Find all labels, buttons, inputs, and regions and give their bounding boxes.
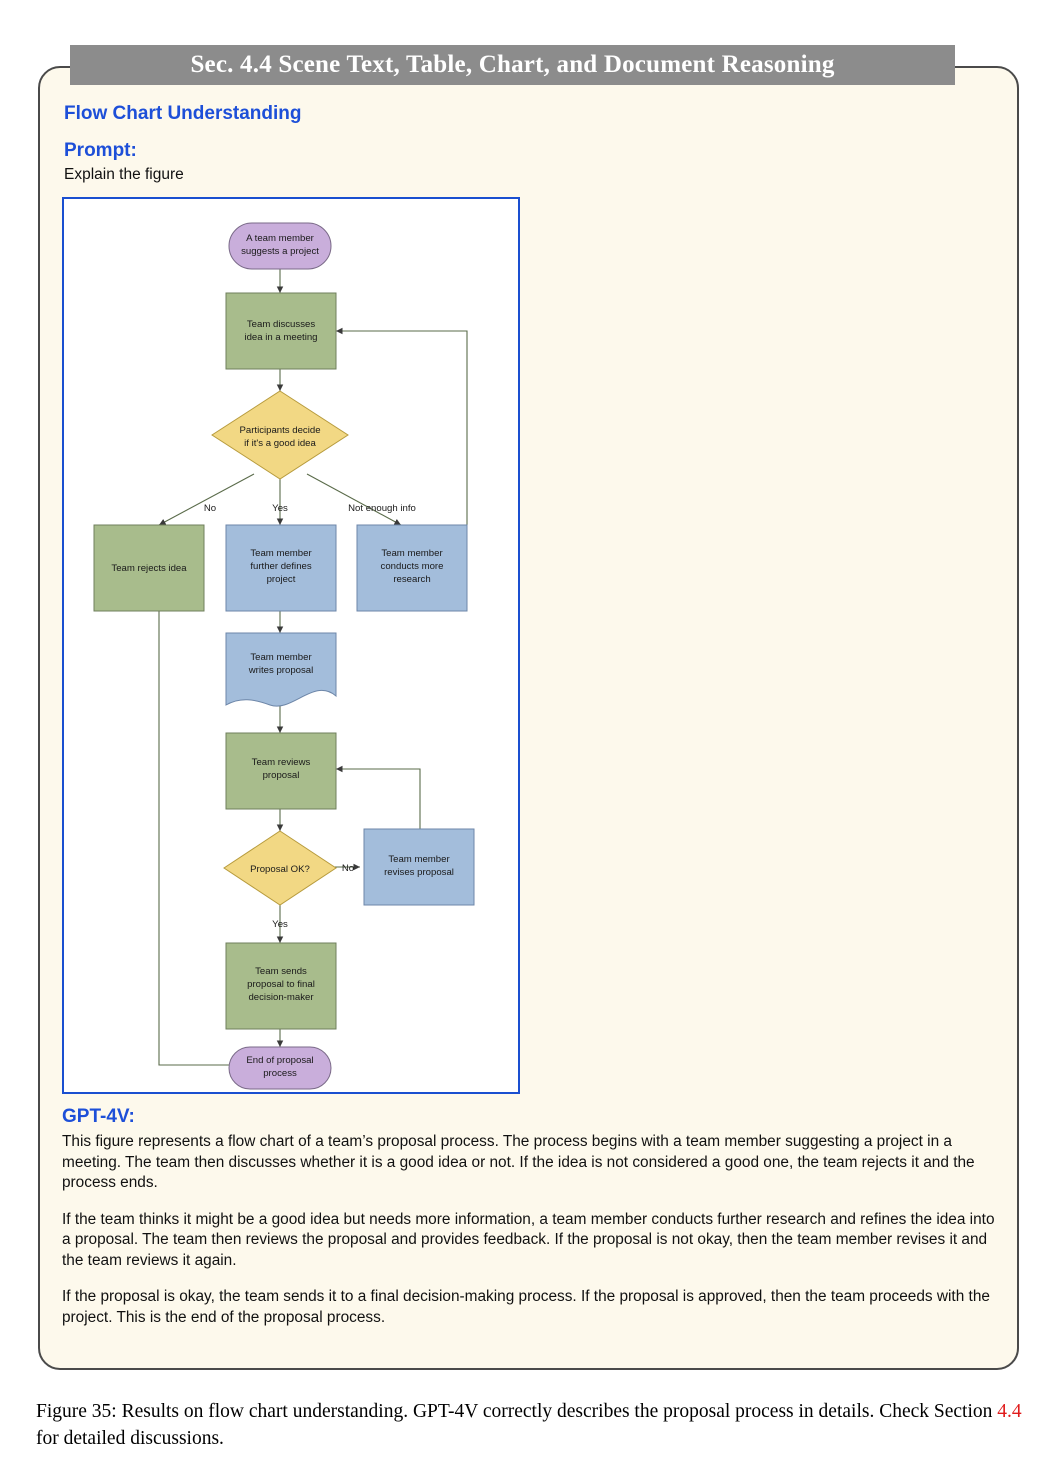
flow-node-define-line1: Team member bbox=[250, 548, 312, 559]
flowchart-diagram: A team member suggests a project Team di… bbox=[93, 222, 475, 1090]
flow-node-send: Team sends proposal to final decision-ma… bbox=[225, 942, 337, 1030]
flow-node-end-line2: process bbox=[263, 1068, 297, 1079]
flow-node-discuss: Team discusses idea in a meeting bbox=[225, 292, 337, 370]
flow-node-define: Team member further defines project bbox=[225, 524, 337, 612]
card-inner: Flow Chart Understanding Prompt: Explain… bbox=[64, 102, 997, 185]
flow-node-revise: Team member revises proposal bbox=[363, 828, 475, 906]
flow-node-discuss-line1: Team discusses bbox=[247, 319, 315, 330]
prompt-label: Prompt: bbox=[64, 140, 137, 161]
section-header-text: Sec. 4.4 Scene Text, Table, Chart, and D… bbox=[190, 51, 835, 78]
flow-node-define-line3: project bbox=[267, 574, 296, 585]
flow-node-define-line2: further defines bbox=[250, 561, 312, 572]
flow-node-write-line2: writes proposal bbox=[248, 665, 314, 676]
flow-node-send-line1: Team sends bbox=[255, 966, 307, 977]
task-title: Flow Chart Understanding bbox=[64, 103, 302, 124]
flow-node-decide-line2: if it's a good idea bbox=[244, 438, 316, 449]
flow-node-reject-line1: Team rejects idea bbox=[111, 563, 187, 574]
flow-node-research-line1: Team member bbox=[381, 548, 443, 559]
answer-paragraph-1: This figure represents a flow chart of a… bbox=[62, 1133, 975, 1191]
flow-node-discuss-line2: idea in a meeting bbox=[244, 332, 317, 343]
edge-label-proposal-no: No bbox=[342, 863, 354, 874]
flow-node-research: Team member conducts more research bbox=[356, 524, 468, 612]
flow-node-write-line1: Team member bbox=[250, 652, 312, 663]
caption-part-2: for detailed discussions. bbox=[36, 1428, 224, 1449]
flow-node-start-line2: suggests a project bbox=[241, 246, 319, 257]
flow-node-review-line1: Team reviews bbox=[252, 757, 311, 768]
gpt4v-answer-block: GPT-4V: This figure represents a flow ch… bbox=[62, 1105, 1007, 1328]
flow-node-proposal-ok: Proposal OK? bbox=[223, 830, 337, 906]
flow-node-send-line3: decision-maker bbox=[248, 992, 314, 1003]
answer-paragraph-2: If the team thinks it might be a good id… bbox=[62, 1210, 995, 1269]
flow-node-revise-line2: revises proposal bbox=[384, 867, 454, 878]
caption-section-ref: 4.4 bbox=[997, 1401, 1022, 1422]
flow-node-start: A team member suggests a project bbox=[228, 222, 332, 270]
flow-node-write: Team member writes proposal bbox=[225, 632, 337, 707]
flow-node-end: End of proposal process bbox=[228, 1046, 332, 1090]
flow-node-review-line2: proposal bbox=[263, 770, 300, 781]
edge-label-no: No bbox=[204, 503, 216, 514]
flow-node-research-line3: research bbox=[393, 574, 430, 585]
caption-part-1: Figure 35: Results on flow chart underst… bbox=[36, 1401, 998, 1422]
figure-caption: Figure 35: Results on flow chart underst… bbox=[36, 1398, 1026, 1452]
prompt-text: Explain the figure bbox=[64, 166, 184, 183]
flowchart-image-frame: A team member suggests a project Team di… bbox=[62, 197, 520, 1094]
flow-node-send-line2: proposal to final bbox=[247, 979, 315, 990]
flow-node-review: Team reviews proposal bbox=[225, 732, 337, 810]
answer-paragraph-3: If the proposal is okay, the team sends … bbox=[62, 1288, 990, 1326]
edge-label-not-enough-info: Not enough info bbox=[348, 503, 416, 514]
flow-node-decide: Participants decide if it's a good idea bbox=[211, 390, 349, 480]
flow-node-revise-line1: Team member bbox=[388, 854, 450, 865]
flow-node-reject: Team rejects idea bbox=[93, 524, 205, 612]
flow-node-decide-line1: Participants decide bbox=[239, 425, 320, 436]
flow-node-proposal-ok-line1: Proposal OK? bbox=[250, 864, 310, 875]
flow-node-end-line1: End of proposal bbox=[246, 1055, 313, 1066]
section-header-band: Sec. 4.4 Scene Text, Table, Chart, and D… bbox=[70, 45, 955, 85]
edge-label-proposal-yes: Yes bbox=[272, 919, 288, 930]
flow-node-start-line1: A team member bbox=[246, 233, 315, 244]
answer-label: GPT-4V: bbox=[62, 1106, 135, 1127]
flow-node-research-line2: conducts more bbox=[381, 561, 444, 572]
edge-label-yes: Yes bbox=[272, 503, 288, 514]
